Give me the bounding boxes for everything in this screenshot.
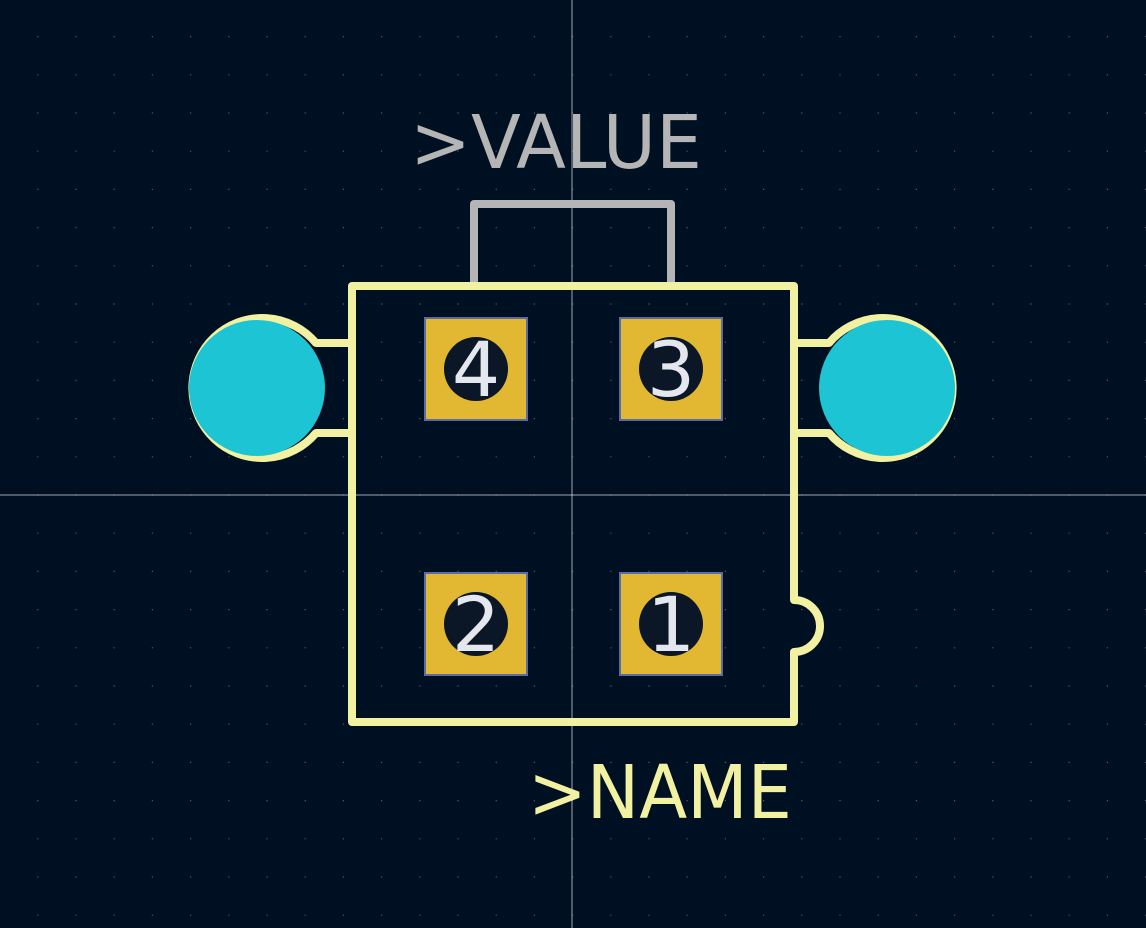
pad-1[interactable]: 1 — [619, 572, 723, 676]
mount-hole-left[interactable] — [189, 320, 325, 456]
value-label[interactable]: >VALUE — [410, 100, 702, 186]
body-silkscreen-outline[interactable] — [348, 282, 824, 726]
pad-3-drill — [639, 337, 703, 401]
name-label[interactable]: >NAME — [528, 750, 792, 836]
pad-4[interactable]: 4 — [424, 317, 528, 421]
mount-hole-right[interactable] — [819, 320, 955, 456]
pad-1-drill — [639, 592, 703, 656]
pad-3-number: 3 — [647, 325, 695, 414]
pad-2[interactable]: 2 — [424, 572, 528, 676]
pad-1-number: 1 — [647, 580, 695, 669]
pad-4-number: 4 — [452, 325, 500, 414]
pad-2-drill — [444, 592, 508, 656]
fab-key-outline[interactable] — [470, 200, 675, 282]
pad-4-drill — [444, 337, 508, 401]
pad-2-number: 2 — [452, 580, 500, 669]
pad-3[interactable]: 3 — [619, 317, 723, 421]
